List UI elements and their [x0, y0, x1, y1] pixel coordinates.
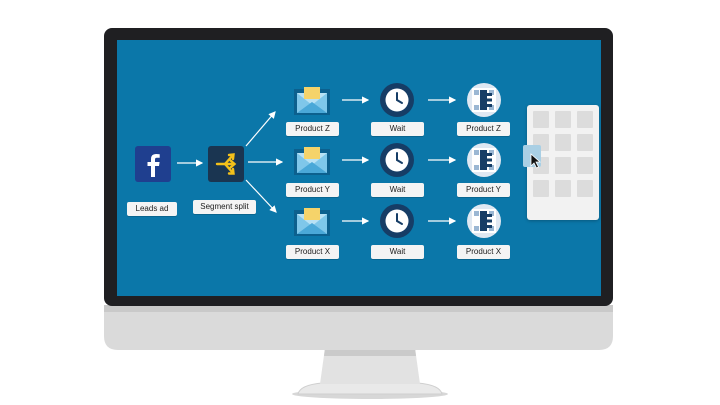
ad-node-x[interactable] [466, 203, 502, 239]
stand-neck [320, 348, 420, 384]
wait-node-x[interactable] [379, 203, 415, 239]
email-label-z: Product Z [286, 122, 339, 136]
ad-label-z: Product Z [457, 122, 510, 136]
email-label-x: Product X [286, 245, 339, 259]
ad-label-y: Product Y [457, 183, 510, 197]
email-node-y[interactable] [292, 143, 332, 177]
audience-list-icon [467, 204, 501, 238]
grid-cell[interactable] [577, 111, 593, 128]
block-grid-panel[interactable] [527, 105, 599, 220]
email-node-x[interactable] [292, 204, 332, 238]
email-envelope-icon [294, 87, 330, 115]
cursor-icon [530, 153, 542, 169]
ad-label-x: Product X [457, 245, 510, 259]
screen [117, 40, 601, 296]
clock-icon [380, 83, 414, 117]
email-envelope-icon [294, 147, 330, 175]
monitor-chin [104, 305, 613, 350]
wait-label-z: Wait [371, 122, 424, 136]
wait-node-z[interactable] [379, 82, 415, 118]
facebook-icon [147, 154, 160, 177]
email-label-y: Product Y [286, 183, 339, 197]
wait-label-y: Wait [371, 183, 424, 197]
segment-split-icon [215, 153, 237, 175]
leads-ad-node[interactable] [135, 146, 171, 182]
grid-cell[interactable] [555, 157, 571, 174]
ad-node-z[interactable] [466, 82, 502, 118]
segment-split-node[interactable] [208, 146, 244, 182]
audience-list-icon [467, 83, 501, 117]
grid-cell[interactable] [577, 157, 593, 174]
wait-label-x: Wait [371, 245, 424, 259]
email-node-z[interactable] [292, 83, 332, 117]
grid-cell[interactable] [533, 180, 549, 197]
arrow-split-to-x [245, 179, 277, 213]
clock-icon [380, 204, 414, 238]
audience-list-icon [467, 143, 501, 177]
leads-ad-label: Leads ad [127, 202, 177, 216]
grid-cell[interactable] [555, 180, 571, 197]
email-envelope-icon [294, 208, 330, 236]
ad-node-y[interactable] [466, 142, 502, 178]
wait-node-y[interactable] [379, 142, 415, 178]
grid-cell[interactable] [555, 134, 571, 151]
clock-icon [380, 143, 414, 177]
grid-cell[interactable] [533, 111, 549, 128]
grid-cell[interactable] [577, 134, 593, 151]
segment-split-label: Segment split [193, 200, 256, 214]
arrow-split-to-z [245, 111, 276, 147]
grid-cell[interactable] [577, 180, 593, 197]
grid-cell[interactable] [555, 111, 571, 128]
